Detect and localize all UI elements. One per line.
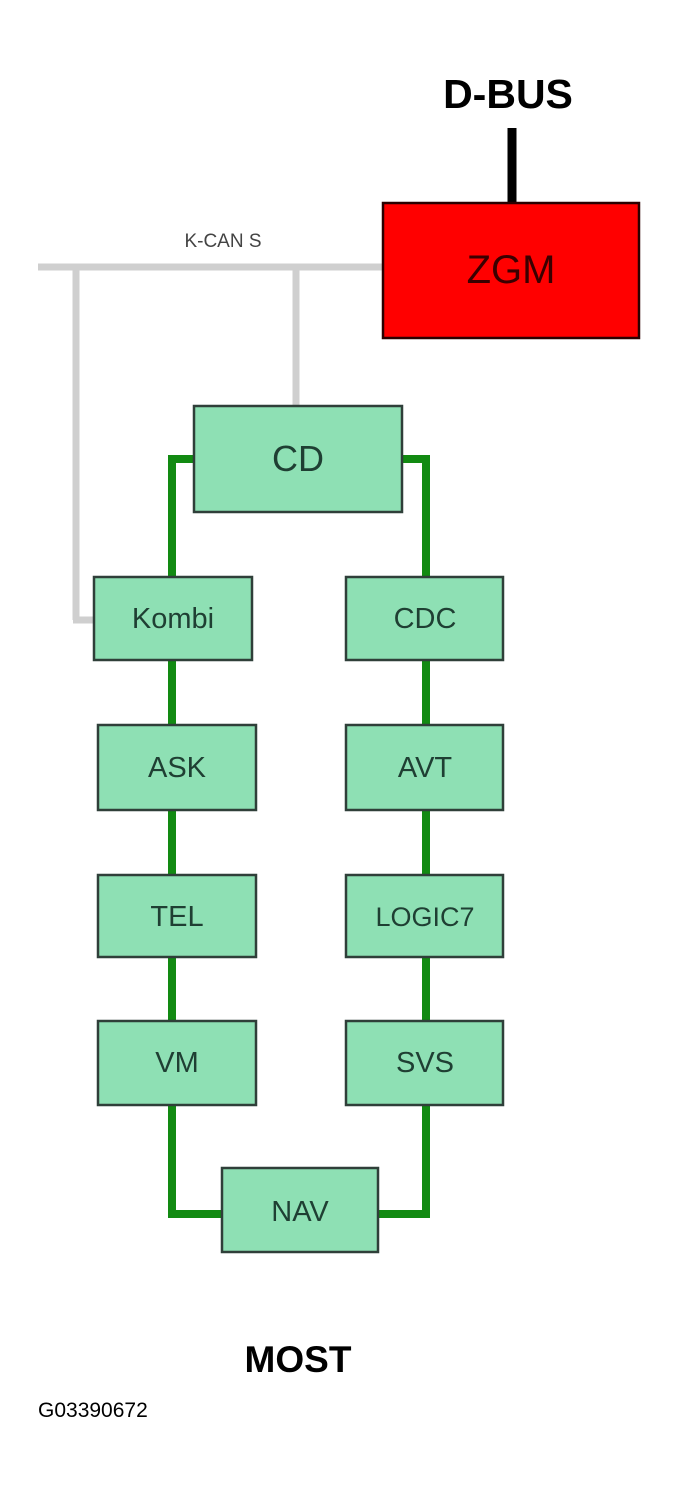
module-cd: CD [192,404,404,514]
zgm-label: ZGM [467,248,556,292]
most-ring-right-chain [378,660,430,1218]
zgm-gateway-box: ZGM [381,201,641,340]
module-kombi: Kombi [92,575,254,662]
module-logic7-label: LOGIC7 [375,902,474,932]
module-svs-label: SVS [396,1047,454,1079]
kcan-label: K-CAN S [184,231,261,252]
module-cd-label: CD [272,438,324,479]
module-nav: NAV [220,1166,380,1254]
dbus-label: D-BUS [443,71,573,117]
module-cdc-label: CDC [394,603,457,635]
module-kombi-label: Kombi [132,603,214,635]
module-vm-label: VM [155,1047,199,1079]
module-logic7: LOGIC7 [344,873,505,959]
module-avt: AVT [344,723,505,812]
most-ring-left-chain [168,660,222,1218]
most-ring-left [168,455,194,577]
module-tel-label: TEL [150,901,203,933]
kcan-bus-lines [38,263,384,624]
module-cdc: CDC [344,575,505,662]
most-ring [168,455,430,1218]
module-vm: VM [96,1019,258,1107]
module-tel: TEL [96,873,258,959]
module-ask: ASK [96,723,258,812]
module-nav-label: NAV [271,1196,329,1228]
figure-id: G03390672 [38,1399,148,1422]
module-ask-label: ASK [148,752,207,784]
most-ring-right [402,455,430,577]
most-label: MOST [245,1339,352,1380]
module-svs: SVS [344,1019,505,1107]
module-avt-label: AVT [398,752,453,784]
